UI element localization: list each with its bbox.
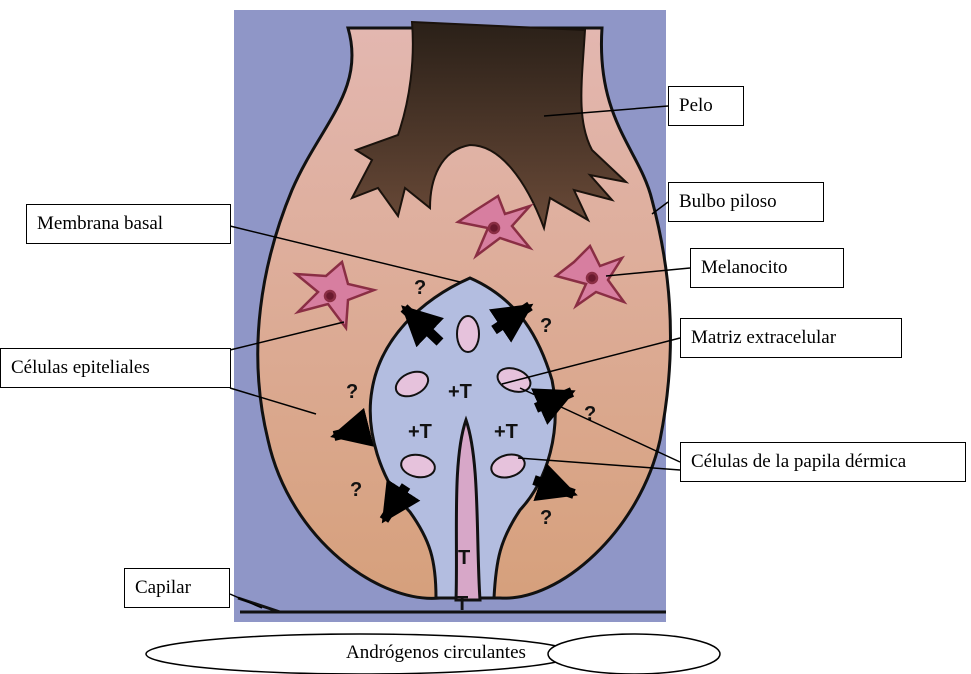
label-melanocito: Melanocito (690, 248, 844, 288)
unknown-mark: ? (540, 315, 552, 337)
label-pelo: Pelo (668, 86, 744, 126)
testosterone-mark: T (456, 593, 468, 615)
circulating-oval-right (548, 634, 720, 674)
unknown-mark: ? (350, 479, 362, 501)
unknown-mark: ? (414, 277, 426, 299)
label-matriz-extracelular: Matriz extracelular (680, 318, 902, 358)
papilla-cell (457, 316, 479, 352)
unknown-mark: ? (540, 507, 552, 529)
testosterone-mark: +T (408, 421, 432, 443)
label-membrana-basal: Membrana basal (26, 204, 231, 244)
label-bulbo-piloso: Bulbo piloso (668, 182, 824, 222)
testosterone-mark: +T (448, 381, 472, 403)
label-celulas-papila: Células de la papila dérmica (680, 442, 966, 482)
label-capilar: Capilar (124, 568, 230, 608)
label-androgenos-circulantes: Andrógenos circulantes (346, 642, 526, 664)
testosterone-mark: T (458, 547, 470, 569)
unknown-mark: ? (346, 381, 358, 403)
testosterone-mark: +T (494, 421, 518, 443)
label-celulas-epiteliales: Células epiteliales (0, 348, 231, 388)
